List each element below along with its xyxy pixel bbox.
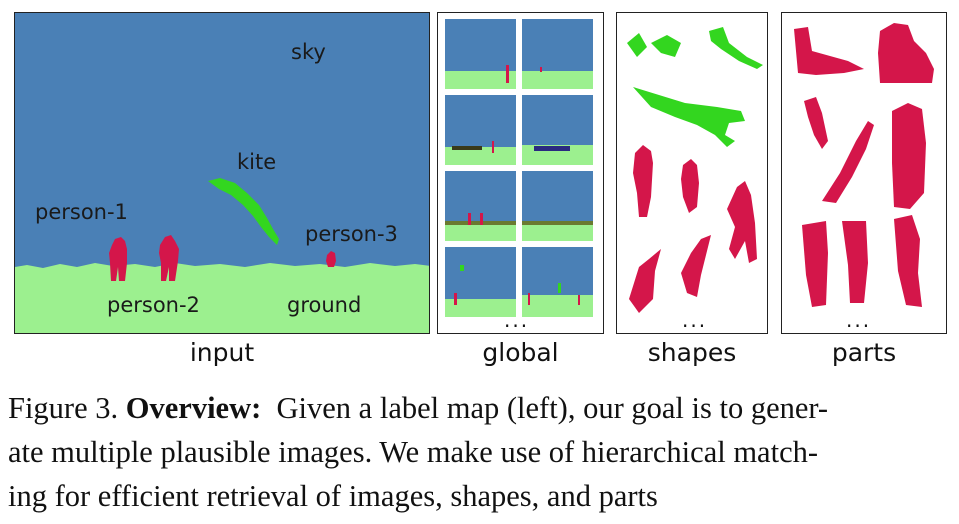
global-ellipsis: ... bbox=[504, 308, 529, 332]
global-row-1 bbox=[445, 19, 593, 89]
parts-panel bbox=[781, 12, 947, 334]
part-arm-3 bbox=[822, 121, 874, 203]
label-kite: kite bbox=[237, 150, 276, 174]
shapes-ellipsis: ... bbox=[682, 308, 707, 332]
caption-line-1: Figure 3. Overview: Given a label map (l… bbox=[8, 386, 953, 430]
caption-shapes: shapes bbox=[616, 338, 768, 367]
global-row-3 bbox=[445, 171, 593, 241]
figure-caption: Figure 3. Overview: Given a label map (l… bbox=[8, 386, 953, 518]
global-retrieval-grid bbox=[438, 13, 604, 334]
label-map-image: sky kite person-1 person-3 person-2 grou… bbox=[15, 13, 430, 334]
caption-line-2: ate multiple plausible images. We make u… bbox=[8, 430, 953, 474]
label-ground: ground bbox=[287, 293, 361, 317]
label-person-1: person-1 bbox=[35, 200, 128, 224]
caption-prefix: Figure 3. bbox=[8, 391, 126, 425]
caption-parts: parts bbox=[781, 338, 947, 367]
kite-shapes bbox=[627, 27, 763, 147]
parts-retrieval-grid bbox=[782, 13, 947, 334]
part-torso-2 bbox=[892, 103, 926, 209]
input-panel: sky kite person-1 person-3 person-2 grou… bbox=[14, 12, 430, 334]
caption-text-1: Given a label map (left), our goal is to… bbox=[261, 391, 828, 425]
caption-global: global bbox=[437, 338, 604, 367]
caption-line-3: ing for efficient retrieval of images, s… bbox=[8, 474, 953, 518]
part-leg-2 bbox=[842, 221, 868, 303]
parts-ellipsis: ... bbox=[846, 308, 871, 332]
label-sky: sky bbox=[291, 40, 326, 64]
shapes-panel bbox=[616, 12, 768, 334]
global-row-2 bbox=[445, 95, 593, 165]
part-leg-1 bbox=[802, 221, 828, 307]
part-leg-3 bbox=[894, 215, 922, 307]
part-arm-1 bbox=[794, 27, 864, 75]
part-torso-1 bbox=[878, 23, 934, 83]
caption-input: input bbox=[14, 338, 430, 367]
caption-title: Overview: bbox=[126, 391, 262, 425]
label-person-3: person-3 bbox=[305, 222, 398, 246]
ground-region bbox=[15, 263, 430, 334]
global-panel bbox=[437, 12, 604, 334]
part-arm-2 bbox=[804, 97, 828, 149]
shapes-retrieval-grid bbox=[617, 13, 768, 334]
label-person-2: person-2 bbox=[107, 293, 200, 317]
global-row-4 bbox=[445, 247, 593, 317]
person-shapes bbox=[629, 145, 757, 313]
